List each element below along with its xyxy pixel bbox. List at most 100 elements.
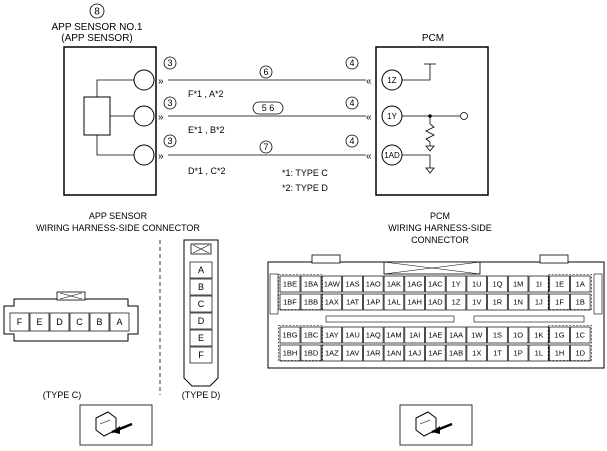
pin-cell	[342, 344, 363, 362]
pcm-pin-1ai: 1AI	[404, 326, 425, 344]
wire-2: 5 6	[168, 101, 366, 117]
type-c-pin-b: B	[89, 312, 110, 332]
pcm-pin-1at: 1AT	[342, 293, 363, 311]
sensor-terminal-2: » 3 E*1 , B*2	[133, 96, 225, 135]
circle-mark	[163, 134, 177, 148]
probe-tip-icon	[112, 426, 120, 434]
pin-label: 1W	[471, 331, 483, 340]
pin-cell	[189, 261, 213, 279]
pin-label: 1AO	[366, 280, 381, 289]
pcm-pin-1ax: 1AX	[321, 293, 343, 311]
right-connector-title-line2: WIRING HARNESS-SIDE	[388, 223, 492, 233]
pcm-pin-1e: 1E	[549, 275, 570, 293]
pin-cell	[89, 312, 110, 332]
pcm-pin-1i: 1I	[528, 275, 550, 293]
pin-cell	[445, 344, 467, 362]
pcm-pin-1bh: 1BH	[279, 344, 301, 362]
pcm-pin-1aj: 1AJ	[404, 344, 425, 362]
pcm-terminal-2-mark: 4	[349, 98, 354, 108]
pin-label: 1M	[513, 280, 523, 289]
pin-label: 1X	[472, 349, 481, 358]
wire-mark-oval	[252, 101, 284, 115]
type-d-pin-e: E	[189, 329, 213, 347]
pin-cell	[300, 344, 322, 362]
pcm-pin-1au: 1AU	[342, 326, 363, 344]
sensor-title-line2: (APP SENSOR)	[61, 33, 133, 44]
pin-cell	[383, 326, 405, 344]
pin-cell	[487, 326, 508, 344]
pin-cell	[445, 293, 467, 311]
pin-label: C	[76, 317, 83, 327]
pcm-pin-1ag: 1AG	[404, 275, 425, 293]
pin-cell	[570, 275, 591, 293]
pcm-title: PCM	[422, 33, 444, 44]
pcm-pin-1aa: 1AA	[445, 326, 467, 344]
pin-cell	[363, 344, 384, 362]
pin-cell	[404, 293, 425, 311]
pin-label: A	[116, 317, 122, 327]
pin-label: 1J	[535, 298, 543, 307]
pin-cell	[425, 275, 446, 293]
pin-cell	[342, 293, 363, 311]
circle-mark	[345, 96, 359, 110]
pin-label: C	[198, 299, 205, 309]
pin-cell	[321, 293, 343, 311]
pin-cell	[507, 275, 529, 293]
pot-lead-top	[96, 79, 135, 97]
sensor-terminal-1: » 3 F*1 , A*2	[133, 56, 224, 99]
pin-cell	[363, 293, 384, 311]
pin-label: 1L	[535, 349, 543, 358]
note-type-c: *1: TYPE C	[282, 168, 328, 178]
pin-cell	[487, 344, 508, 362]
pcm-terminal-1ad: 4 « 1AD	[345, 134, 403, 166]
pcm-pin-1j: 1J	[528, 293, 550, 311]
pcm-pin-1a: 1A	[570, 275, 591, 293]
pin-label: 1AY	[325, 331, 339, 340]
pcm-pin-1ae: 1AE	[425, 326, 446, 344]
type-d-pin-b: B	[189, 278, 213, 296]
pcm-box	[375, 46, 489, 196]
harness-side-icon-left	[79, 404, 153, 446]
pin-cell	[279, 326, 301, 344]
pcm-pin-group-left-0	[278, 274, 323, 310]
pin-cell	[363, 326, 384, 344]
sensor-header: 8 APP SENSOR NO.1 (APP SENSOR)	[52, 3, 143, 44]
harness-connector-icon-detail	[99, 419, 111, 425]
pin-label: 1U	[472, 280, 482, 289]
type-c-pin-f: F	[9, 312, 30, 332]
pin-label: 1BB	[304, 298, 318, 307]
pin-cell	[425, 293, 446, 311]
pin-label: 1AR	[366, 349, 381, 358]
pin-cell	[321, 344, 343, 362]
pin-label: 1I	[536, 280, 542, 289]
connector-chevron: »	[158, 151, 164, 162]
pcm-pin-1y: 1Y	[445, 275, 467, 293]
pcm-pin-1as: 1AS	[342, 275, 363, 293]
pcm-pin-1ab: 1AB	[445, 344, 467, 362]
pcm-pin-1ap: 1AP	[363, 293, 384, 311]
pin-cell	[466, 344, 487, 362]
pin-label: 1F	[555, 298, 564, 307]
pcm-pin-1ba: 1BA	[300, 275, 322, 293]
pcm-pin-1p: 1P	[507, 344, 529, 362]
pcm-pin-1al: 1AL	[383, 293, 405, 311]
sensor-number-circle	[89, 3, 105, 19]
pot-lead-bottom	[96, 135, 135, 156]
pin-label: F	[198, 350, 204, 360]
pin-cell	[570, 326, 591, 344]
pin-label: 1AJ	[408, 349, 421, 358]
pin-cell	[487, 275, 508, 293]
type-c-pin-e: E	[29, 312, 50, 332]
pin-cell	[404, 326, 425, 344]
pin-label: 1AW	[324, 280, 341, 289]
pin-cell	[549, 344, 570, 362]
pin-label: 1AD	[428, 298, 443, 307]
pin-label: A	[198, 265, 204, 275]
connector-chevron: «	[366, 76, 372, 87]
type-d-pin-f: F	[189, 346, 213, 364]
